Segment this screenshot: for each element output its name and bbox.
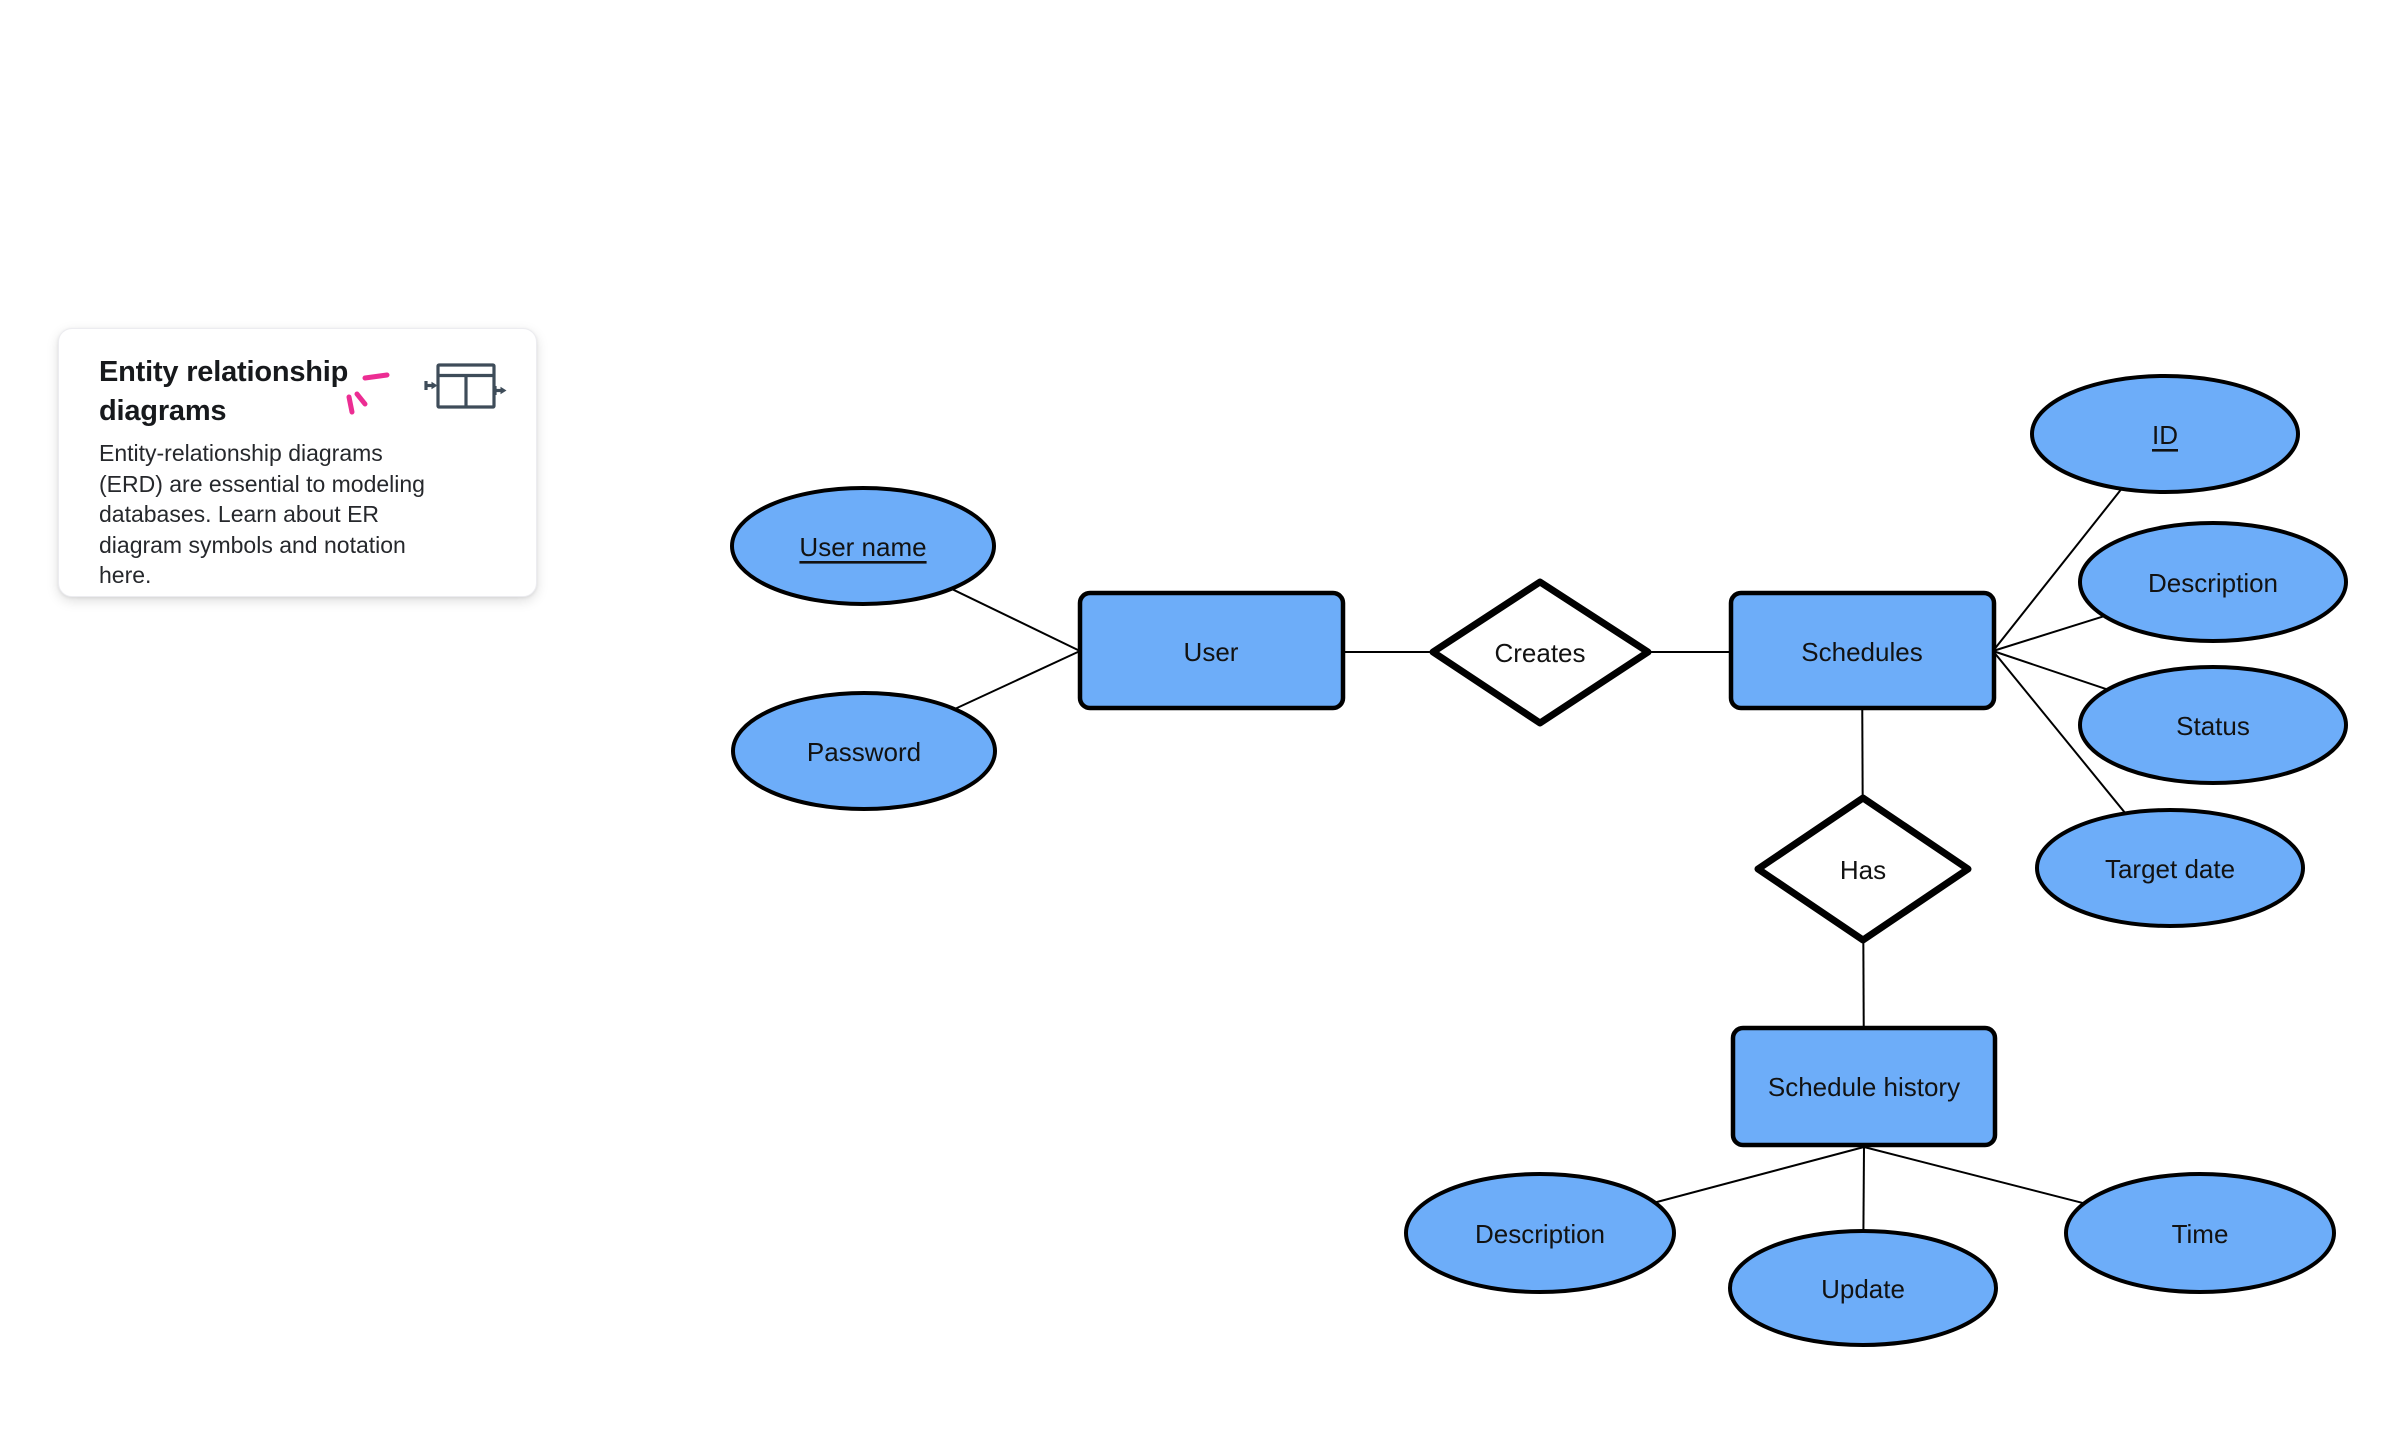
- attribute-update[interactable]: Update: [1728, 1229, 1998, 1347]
- attribute-status-label: Status: [2176, 711, 2250, 741]
- entity-schedule-history[interactable]: Schedule history: [1730, 1025, 1998, 1148]
- attribute-user-name[interactable]: User name: [730, 486, 996, 606]
- entity-user[interactable]: User: [1077, 590, 1346, 711]
- entity-schedules[interactable]: Schedules: [1728, 590, 1997, 711]
- attribute-time[interactable]: Time: [2064, 1172, 2336, 1294]
- attribute-description-label: Description: [2148, 568, 2278, 598]
- card-header: Entity relationship diagrams: [99, 353, 510, 431]
- relationship-has[interactable]: Has: [1754, 794, 1972, 944]
- attribute-description-2-label: Description: [1475, 1219, 1605, 1249]
- attribute-user-name-label: User name: [799, 532, 926, 562]
- card-title-line1: Entity relationship: [99, 356, 349, 388]
- card-description-line: (ERD) are essential to modeling: [99, 470, 425, 497]
- attribute-password[interactable]: Password: [731, 691, 997, 811]
- attribute-id-label: ID: [2152, 420, 2178, 450]
- entity-schedules-label: Schedules: [1801, 637, 1922, 667]
- attribute-id[interactable]: ID: [2030, 374, 2300, 494]
- info-card: Entity relationship diagrams: [58, 328, 537, 597]
- attribute-description[interactable]: Description: [2078, 521, 2348, 643]
- attribute-target-date[interactable]: Target date: [2035, 808, 2305, 928]
- click-sparkle-icon: [346, 372, 390, 415]
- relationship-creates[interactable]: Creates: [1429, 578, 1652, 727]
- relationship-has-label: Has: [1840, 855, 1886, 885]
- entity-schedule-history-label: Schedule history: [1768, 1072, 1960, 1102]
- card-description-line: here.: [99, 562, 152, 588]
- table-columns-icon: [424, 363, 507, 409]
- relationship-creates-label: Creates: [1494, 638, 1585, 668]
- attribute-description-2[interactable]: Description: [1404, 1172, 1676, 1294]
- card-description-line: databases. Learn about ER: [99, 501, 380, 527]
- card-title: Entity relationship diagrams: [99, 353, 348, 431]
- card-title-line2: diagrams: [99, 395, 227, 427]
- card-description-line: Entity-relationship diagrams: [99, 440, 383, 466]
- attribute-target-date-label: Target date: [2105, 854, 2235, 884]
- attribute-time-label: Time: [2172, 1219, 2229, 1249]
- connectors: [862, 433, 2214, 1289]
- entity-user-label: User: [1184, 637, 1239, 667]
- attribute-password-label: Password: [807, 737, 921, 767]
- attribute-update-label: Update: [1821, 1274, 1905, 1304]
- card-description-line: diagram symbols and notation: [99, 531, 406, 558]
- card-description: Entity-relationship diagrams (ERD) are e…: [99, 438, 510, 591]
- attribute-status[interactable]: Status: [2078, 665, 2348, 785]
